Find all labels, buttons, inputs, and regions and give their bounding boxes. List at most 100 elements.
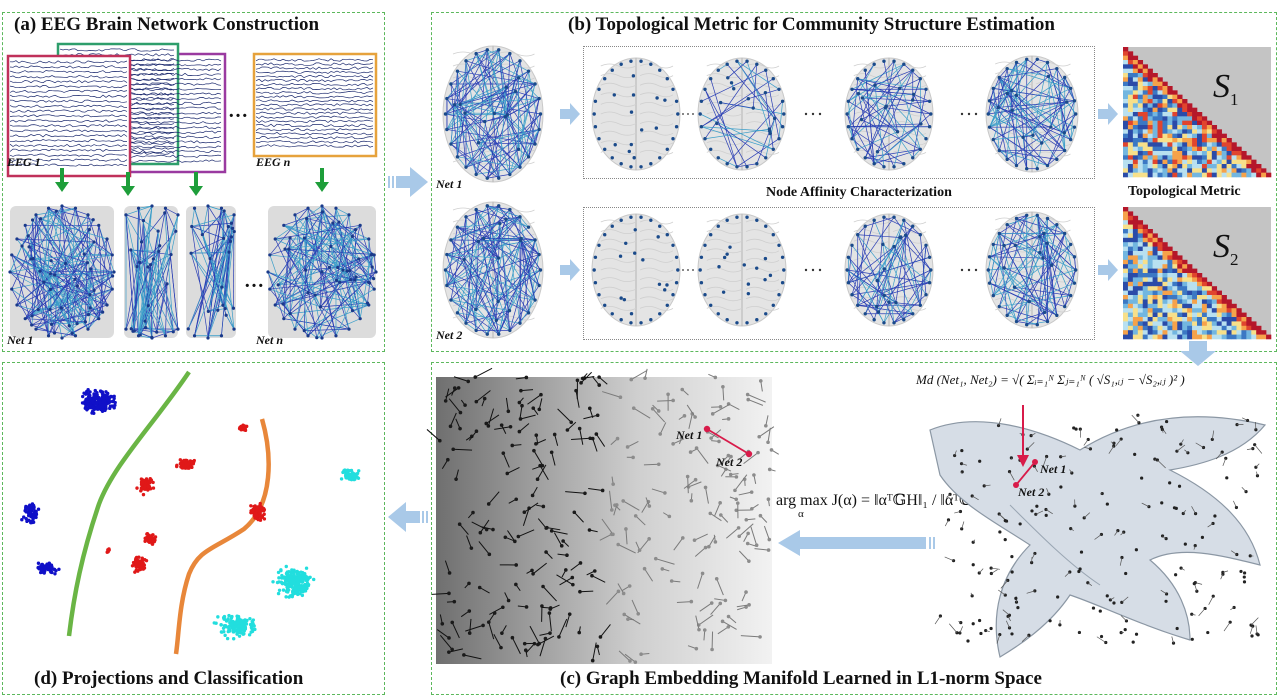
network-node [494, 318, 499, 323]
embedding-node [685, 474, 690, 479]
matrix-cell [1132, 215, 1139, 221]
network-node [200, 232, 204, 237]
network-edge [478, 238, 522, 242]
matrix-cell [1152, 330, 1158, 335]
network-edge [1011, 76, 1049, 111]
matrix-cell [1172, 172, 1178, 178]
matrix-cell [1147, 125, 1153, 130]
sample-point [290, 594, 295, 599]
brain-gyrus [706, 296, 743, 302]
network-node [671, 243, 675, 247]
embedding-edge [748, 399, 764, 406]
network-node [315, 336, 319, 340]
matrix-cell [1152, 107, 1158, 113]
manifold-node [1168, 481, 1172, 485]
matrix-cell [1221, 334, 1227, 340]
network-edge [315, 294, 369, 306]
manifold-node [1210, 437, 1214, 442]
manifold-node [1179, 566, 1183, 570]
matrix-cell [1206, 129, 1213, 134]
network-node [354, 275, 358, 279]
embedding-node [642, 566, 647, 571]
matrix-cell [1137, 268, 1144, 274]
network-edge [267, 271, 316, 296]
embedding-edge [651, 488, 666, 494]
similarity-matrix-s2 [1123, 207, 1272, 340]
network-node [26, 234, 30, 238]
manifold-edge [1223, 621, 1231, 632]
network-node [304, 268, 308, 272]
matrix-cell [1192, 330, 1198, 335]
network-edge [1048, 76, 1076, 115]
brain-gyrus [600, 111, 637, 117]
network-node [63, 261, 68, 266]
embedding-edge [525, 643, 535, 654]
embedding-node [766, 497, 771, 502]
matrix-cell [1177, 159, 1183, 165]
matrix-cell [1147, 116, 1153, 121]
network-node [268, 253, 272, 257]
network-node [924, 293, 928, 297]
manifold-node [1099, 634, 1104, 639]
embedding-edge [580, 371, 592, 384]
matrix-cell [1157, 138, 1163, 143]
network-node [717, 265, 721, 269]
matrix-cell [1201, 116, 1208, 121]
matrix-cell [1127, 220, 1134, 225]
embedding-edge [641, 501, 649, 513]
matrix-cell [1127, 94, 1134, 100]
network-edge [1016, 214, 1027, 219]
network-edge [727, 60, 748, 79]
manifold-edge [1193, 545, 1196, 550]
matrix-cell [1226, 321, 1232, 327]
network-edge [993, 134, 1033, 140]
matrix-cell [1167, 273, 1173, 278]
network-node [73, 277, 77, 281]
matrix-cell [1123, 120, 1129, 126]
embedding-node [749, 490, 754, 494]
manifold-edge [961, 463, 967, 466]
manifold-node [1003, 537, 1007, 542]
matrix-cell [1127, 73, 1134, 78]
network-node [293, 327, 297, 331]
matrix-cell [1137, 168, 1144, 173]
matrix-cell [1137, 259, 1144, 265]
matrix-cell [1251, 325, 1257, 331]
embedding-node [458, 426, 462, 431]
embedding-edge [633, 407, 651, 419]
matrix-cell [1162, 246, 1168, 252]
topo-net2-label: Net 2 [436, 328, 463, 342]
embedding-node [506, 409, 511, 414]
network-edge [346, 270, 369, 283]
network-node [1005, 313, 1009, 318]
network-node [496, 256, 501, 260]
matrix-cell [1123, 172, 1129, 178]
network-node [15, 303, 19, 307]
network-node [30, 314, 34, 318]
network-node [763, 277, 767, 282]
matrix-cell [1137, 164, 1144, 169]
manifold-edge [1255, 625, 1258, 634]
matrix-cell [1201, 317, 1208, 322]
matrix-cell [1221, 325, 1227, 331]
matrix-cell [1197, 281, 1203, 287]
brain-gyrus [639, 286, 674, 292]
network-edge [509, 312, 529, 331]
node-affinity-caption: Node Affinity Characterization [766, 185, 952, 200]
embedding-node [656, 462, 661, 467]
matrix-cell [1123, 264, 1129, 269]
matrix-cell [1192, 290, 1198, 296]
network-edge [710, 78, 738, 167]
matrix-cell [1187, 116, 1193, 121]
network-node [157, 249, 161, 253]
manifold-node [1200, 535, 1205, 539]
matrix-cell [1187, 164, 1193, 169]
network-node [464, 321, 468, 325]
matrix-cell [1152, 138, 1158, 143]
network-node [88, 293, 92, 297]
network-edge [1003, 267, 1015, 288]
matrix-cell [1152, 172, 1158, 178]
embedding-edge [522, 508, 530, 526]
network-edge [857, 226, 866, 306]
network-node [226, 225, 230, 229]
